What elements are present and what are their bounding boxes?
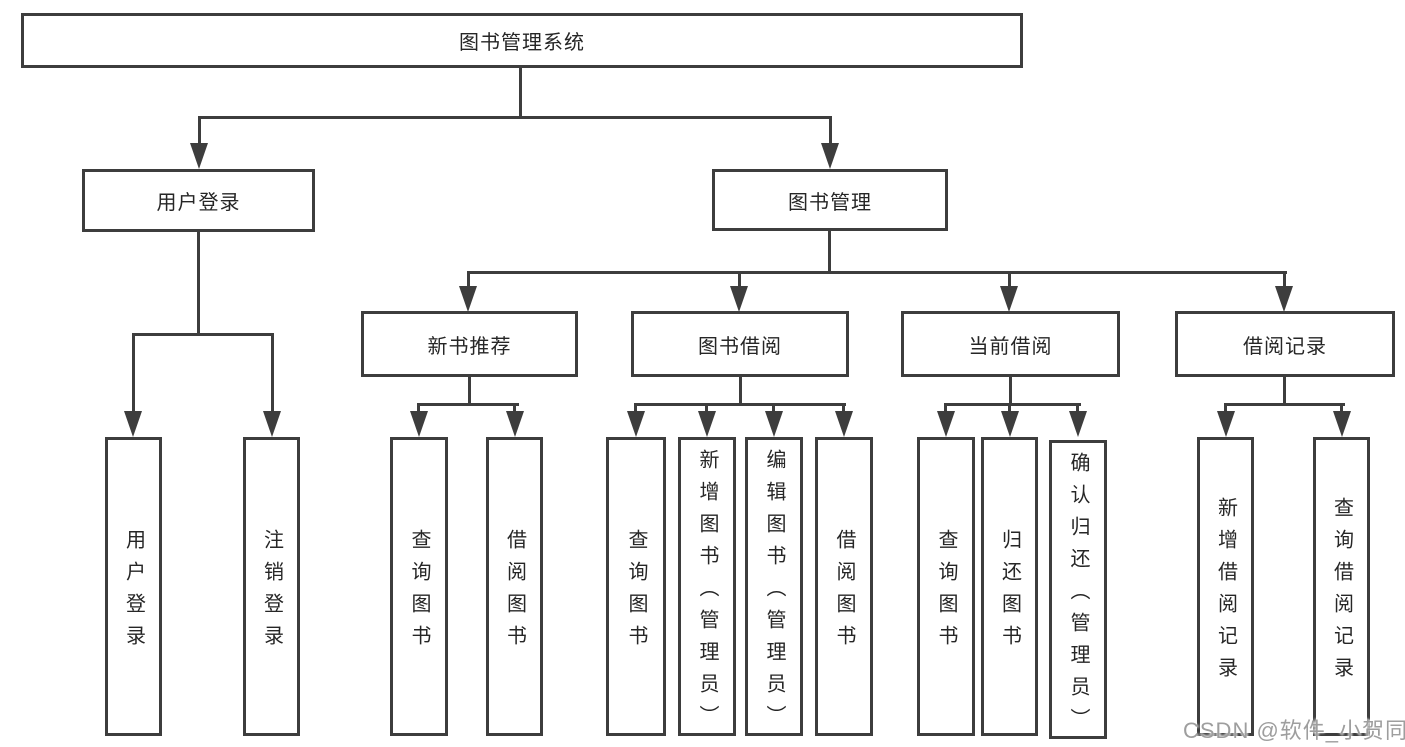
node-label: 查询借阅记录: [1330, 496, 1353, 689]
arrowhead-icon: [1275, 286, 1293, 312]
arrowhead-icon: [937, 411, 955, 437]
connector-line: [467, 271, 1287, 274]
node-label: 图书管理: [788, 191, 872, 214]
leaf-return-books: 归还图书: [981, 437, 1038, 736]
arrowhead-icon: [698, 411, 716, 437]
connector-line: [944, 403, 947, 415]
connector-line: [1283, 271, 1286, 289]
leaf-query-borrow-record: 查询借阅记录: [1313, 437, 1370, 736]
connector-line: [738, 271, 741, 289]
node-label: 借阅图书: [503, 528, 526, 657]
node-label: 归还图书: [998, 528, 1021, 657]
connector-line: [417, 403, 519, 406]
connector-line: [1224, 403, 1345, 406]
leaf-add-borrow-record: 新增借阅记录: [1197, 437, 1254, 736]
connector-line: [467, 271, 470, 289]
connector-line: [634, 403, 846, 406]
arrowhead-icon: [506, 411, 524, 437]
connector-line: [1008, 403, 1011, 415]
connector-line: [705, 403, 708, 415]
connector-line: [829, 116, 832, 146]
arrowhead-icon: [1069, 411, 1087, 437]
node-borrow-records: 借阅记录: [1175, 311, 1395, 377]
node-label: 新增图书（管理员）: [696, 448, 718, 737]
node-new-book-recommend: 新书推荐: [361, 311, 578, 377]
csdn-watermark: CSDN @软件_小贺同学: [1183, 718, 1405, 743]
connector-line: [1009, 375, 1012, 406]
arrowhead-icon: [835, 411, 853, 437]
arrowhead-icon: [459, 286, 477, 312]
arrowhead-icon: [1333, 411, 1351, 437]
leaf-borrow-books-recommend: 借阅图书: [486, 437, 543, 736]
arrowhead-icon: [124, 411, 142, 437]
connector-line: [513, 403, 516, 415]
connector-line: [842, 403, 845, 415]
node-label: 确认归还（管理员）: [1067, 451, 1089, 740]
node-label: 图书管理系统: [459, 32, 585, 54]
node-label: 借阅记录: [1243, 335, 1327, 358]
arrowhead-icon: [263, 411, 281, 437]
leaf-add-books-admin: 新增图书（管理员）: [678, 437, 736, 737]
node-label: 编辑图书（管理员）: [763, 448, 785, 737]
node-label: 用户登录: [156, 192, 241, 214]
connector-line: [271, 333, 274, 413]
arrowhead-icon: [190, 143, 208, 169]
connector-line: [417, 403, 420, 415]
arrowhead-icon: [1000, 286, 1018, 312]
node-label: 新书推荐: [427, 335, 512, 358]
node-label: 查询图书: [625, 528, 647, 657]
arrowhead-icon: [730, 286, 748, 312]
node-label: 图书借阅: [698, 335, 782, 358]
connector-line: [1340, 403, 1343, 415]
arrowhead-icon: [1001, 411, 1019, 437]
connector-line: [634, 403, 637, 415]
arrowhead-icon: [410, 411, 428, 437]
connector-line: [1008, 271, 1011, 289]
connector-line: [198, 116, 832, 119]
node-label: 借阅图书: [833, 528, 855, 657]
leaf-query-books-current: 查询图书: [917, 437, 975, 736]
node-label: 新增借阅记录: [1214, 496, 1237, 689]
connector-line: [197, 230, 200, 336]
connector-line: [132, 333, 135, 413]
connector-line: [1283, 375, 1286, 406]
connector-line: [468, 375, 471, 406]
node-label: 查询图书: [408, 528, 430, 657]
connector-line: [828, 229, 831, 274]
leaf-borrow-books: 借阅图书: [815, 437, 873, 736]
node-label: 查询图书: [935, 528, 957, 657]
node-current-borrow: 当前借阅: [901, 311, 1120, 377]
node-book-management: 图书管理: [712, 169, 948, 231]
arrowhead-icon: [765, 411, 783, 437]
node-label: 当前借阅: [968, 335, 1053, 358]
leaf-query-books-recommend: 查询图书: [390, 437, 448, 736]
node-book-borrow: 图书借阅: [631, 311, 849, 377]
node-user-login: 用户登录: [82, 169, 315, 232]
connector-line: [1224, 403, 1227, 415]
connector-line: [772, 403, 775, 415]
leaf-confirm-return-admin: 确认归还（管理员）: [1049, 440, 1107, 740]
leaf-logout: 注销登录: [243, 437, 300, 736]
connector-line: [944, 403, 1081, 406]
connector-line: [1076, 403, 1079, 415]
arrowhead-icon: [1217, 411, 1235, 437]
node-label: 注销登录: [260, 528, 283, 657]
node-label: 用户登录: [122, 528, 145, 657]
connector-line: [198, 116, 201, 146]
node-library-system: 图书管理系统: [21, 13, 1023, 68]
arrowhead-icon: [821, 143, 839, 169]
leaf-edit-books-admin: 编辑图书（管理员）: [745, 437, 803, 737]
leaf-query-books-borrow: 查询图书: [606, 437, 666, 736]
connector-line: [132, 333, 274, 336]
connector-line: [519, 66, 522, 119]
connector-line: [739, 375, 742, 406]
leaf-user-login: 用户登录: [105, 437, 162, 736]
arrowhead-icon: [627, 411, 645, 437]
